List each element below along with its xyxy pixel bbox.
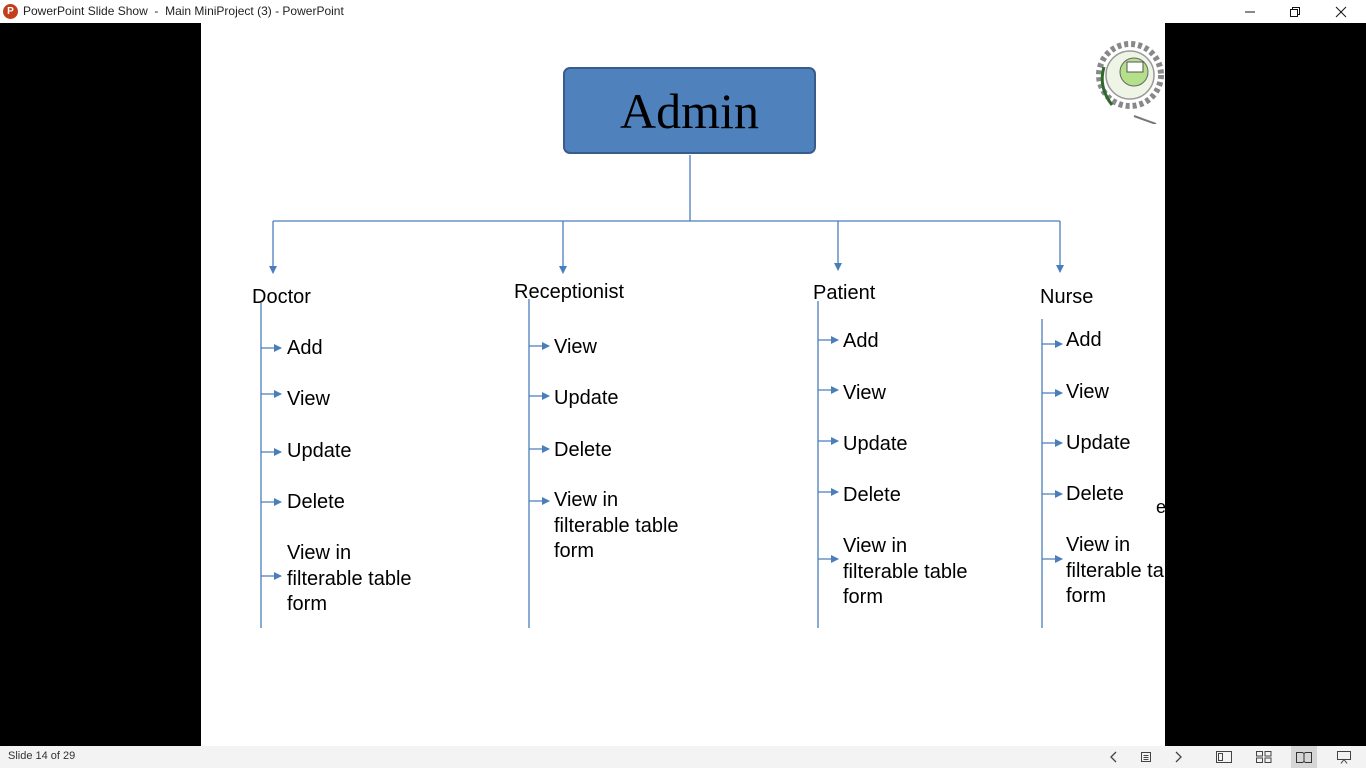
title-bar: P PowerPoint Slide Show - Main MiniProje… bbox=[0, 0, 1366, 23]
doctor-item-update: Update bbox=[287, 440, 352, 462]
patient-item-filterable: View in filterable table form bbox=[843, 535, 968, 608]
patient-item-add: Add bbox=[843, 330, 879, 352]
receptionist-heading: Receptionist bbox=[514, 281, 625, 303]
restore-button[interactable] bbox=[1272, 0, 1318, 23]
admin-box: Admin bbox=[563, 67, 816, 154]
app-icon: P bbox=[3, 4, 18, 19]
minimize-icon bbox=[1245, 11, 1255, 12]
next-slide-button[interactable] bbox=[1165, 746, 1191, 768]
slide-show-icon bbox=[1337, 751, 1351, 764]
status-bar: Slide 14 of 29 bbox=[0, 746, 1366, 768]
nurse-item-update: Update bbox=[1066, 432, 1131, 454]
close-button[interactable] bbox=[1318, 0, 1364, 23]
nurse-item-filterable: View in filterable table form bbox=[1066, 534, 1165, 607]
slide-menu-button[interactable] bbox=[1133, 746, 1159, 768]
restore-icon bbox=[1290, 6, 1300, 17]
receptionist-item-filterable: View in filterable table form bbox=[554, 489, 679, 562]
receptionist-item-update: Update bbox=[554, 387, 619, 409]
patient-item-delete: Delete bbox=[843, 484, 901, 506]
nurse-item-delete: Delete bbox=[1066, 483, 1124, 505]
patient-heading: Patient bbox=[813, 282, 876, 304]
patient-item-update: Update bbox=[843, 433, 908, 455]
minimize-button[interactable] bbox=[1227, 0, 1273, 23]
slide-menu-icon bbox=[1141, 752, 1151, 762]
window-title: PowerPoint Slide Show - Main MiniProject… bbox=[23, 4, 344, 18]
previous-slide-button[interactable] bbox=[1101, 746, 1127, 768]
admin-label: Admin bbox=[620, 82, 759, 139]
overflow-text: e bbox=[1156, 497, 1165, 517]
slide[interactable]: Admin Doctor Add View Update Delete View… bbox=[201, 23, 1165, 746]
close-icon bbox=[1335, 6, 1347, 17]
normal-view-button[interactable] bbox=[1211, 746, 1237, 768]
nurse-item-view: View bbox=[1066, 381, 1109, 403]
doctor-item-view: View bbox=[287, 388, 330, 410]
doctor-heading: Doctor bbox=[252, 286, 311, 308]
doctor-item-filterable: View in filterable table form bbox=[287, 542, 412, 615]
nurse-item-add: Add bbox=[1066, 329, 1102, 351]
reading-view-icon bbox=[1296, 752, 1312, 763]
slide-sorter-button[interactable] bbox=[1251, 746, 1277, 768]
slide-sorter-icon bbox=[1256, 751, 1272, 763]
college-logo bbox=[1096, 41, 1164, 124]
slide-show-button[interactable] bbox=[1331, 746, 1357, 768]
normal-view-icon bbox=[1216, 751, 1232, 763]
next-slide-icon bbox=[1175, 751, 1182, 763]
doctor-item-add: Add bbox=[287, 337, 323, 359]
patient-item-view: View bbox=[843, 382, 886, 404]
receptionist-item-delete: Delete bbox=[554, 439, 612, 461]
slide-counter: Slide 14 of 29 bbox=[8, 750, 76, 762]
reading-view-button[interactable] bbox=[1291, 746, 1317, 768]
connector-lines bbox=[260, 155, 1064, 628]
receptionist-item-view: View bbox=[554, 336, 597, 358]
doctor-item-delete: Delete bbox=[287, 491, 345, 513]
previous-slide-icon bbox=[1110, 751, 1117, 763]
nurse-heading: Nurse bbox=[1040, 286, 1094, 308]
